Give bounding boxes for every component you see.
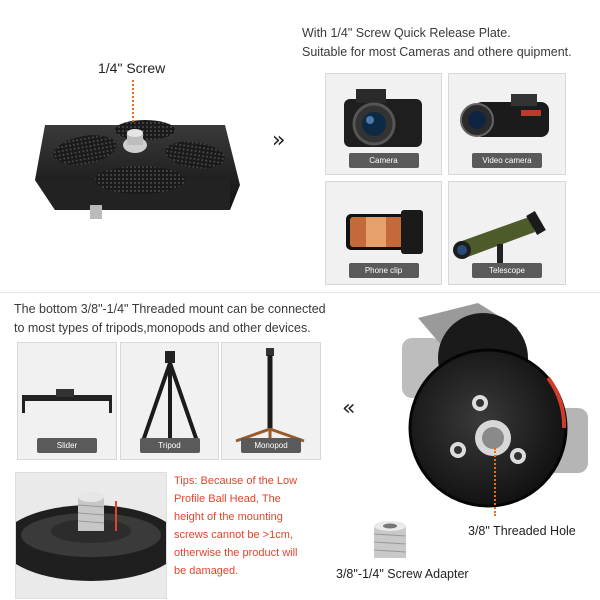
mount-closeup-image: [15, 472, 167, 599]
top-description: With 1/4" Screw Quick Release Plate. Sui…: [302, 24, 597, 62]
tips-line-3: height of the mounting: [174, 511, 283, 523]
tips-line-4: screws cannot be >1cm,: [174, 529, 293, 541]
ball-head-image: [388, 298, 600, 518]
middle-desc-line-2: to most types of tripods,monopods and ot…: [14, 321, 311, 335]
card-telescope: Telescope: [448, 181, 566, 285]
card-telescope-label: Telescope: [472, 263, 542, 278]
card-tripod-label: Tripod: [139, 438, 200, 453]
screw-pointer-line: [132, 80, 134, 122]
card-monopod-label: Monopod: [241, 438, 301, 453]
plate-image: [25, 85, 250, 230]
card-camera-label: Camera: [348, 153, 419, 168]
card-video-camera-label: Video camera: [472, 153, 542, 168]
middle-desc-line-1: The bottom 3/8"-1/4" Threaded mount can …: [14, 302, 326, 316]
screw-label: 1/4" Screw: [98, 60, 166, 76]
top-desc-line-1: With 1/4" Screw Quick Release Plate.: [302, 26, 511, 40]
top-desc-line-2: Suitable for most Cameras and othere qui…: [302, 45, 572, 59]
tips-line-6: be damaged.: [174, 565, 239, 577]
card-camera: Camera: [325, 73, 442, 175]
card-video-camera: Video camera: [448, 73, 566, 175]
tips-line-1: Tips: Because of the Low: [174, 475, 298, 487]
threaded-hole-label: 3/8" Threaded Hole: [468, 524, 576, 538]
card-slider: Slider: [17, 342, 117, 460]
screw-adapter-image: [368, 518, 412, 564]
middle-description: The bottom 3/8"-1/4" Threaded mount can …: [14, 300, 374, 338]
card-tripod: Tripod: [120, 342, 219, 460]
tips-line-2: Profile Ball Head, The: [174, 493, 281, 505]
card-slider-label: Slider: [37, 438, 97, 453]
card-monopod: Monopod: [221, 342, 321, 460]
tips-line-5: otherwise the product will: [174, 547, 298, 559]
card-phone-clip: Phone clip: [325, 181, 442, 285]
chevron-left-icon: «: [342, 396, 356, 421]
screw-adapter-label: 3/8"-1/4" Screw Adapter: [336, 567, 469, 581]
card-phone-clip-label: Phone clip: [348, 263, 419, 278]
chevron-right-icon: »: [272, 128, 286, 153]
tips-text: Tips: Because of the Low Profile Ball He…: [174, 472, 324, 580]
divider: [0, 292, 600, 293]
threaded-hole-pointer-line: [494, 448, 496, 516]
